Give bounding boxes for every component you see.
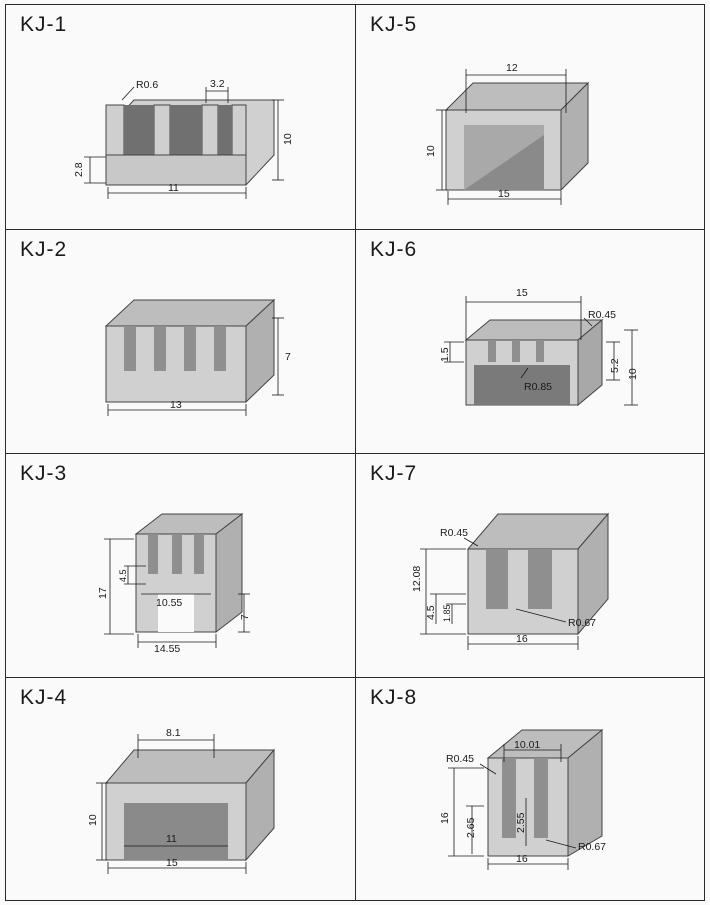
dim-label: 10.01 (514, 739, 540, 751)
dim-label: R0.45 (446, 753, 474, 765)
cell-title: KJ-2 (20, 238, 68, 261)
dim-label: 3.2 (210, 78, 225, 90)
dim-label: 11 (168, 182, 179, 194)
profile-grid: KJ-1 R0.6 3.2 10 2.8 (5, 4, 705, 901)
cell-title: KJ-7 (370, 462, 418, 485)
dim-label: 7 (285, 351, 291, 363)
profile-drawing: 15 R0.45 1.5 5.2 10 R0.85 (439, 287, 639, 407)
profile-drawing: 8.1 10 11 15 (87, 727, 276, 874)
cell-kj-7: KJ-7 R0.45 12.08 4.5 1.85 16 R0.67 (355, 453, 704, 677)
cell-title: KJ-6 (370, 238, 418, 261)
dim-label: 10 (282, 133, 294, 145)
heatsink-profile (466, 512, 610, 636)
dimension-lines (436, 69, 567, 205)
dim-label: 12.08 (411, 566, 423, 592)
dim-label: 10 (627, 368, 639, 380)
dimension-lines (420, 537, 579, 650)
dim-label: 8.1 (166, 727, 181, 739)
cell-kj-5: KJ-5 12 10 15 (355, 5, 704, 229)
dim-label: 2.65 (465, 817, 477, 838)
heatsink-profile (486, 728, 604, 857)
dimension-lines (444, 296, 638, 406)
dim-label: 5.2 (609, 358, 621, 373)
dim-label: 17 (97, 587, 109, 599)
dimension-lines (448, 744, 577, 870)
dimension-lines (104, 538, 250, 648)
profile-drawing: 17 4.5 10.55 7 14.55 (97, 512, 251, 655)
dim-label: 2.55 (515, 812, 527, 833)
profile-drawing: R0.45 12.08 4.5 1.85 16 R0.67 (411, 512, 610, 650)
cell-kj-6: KJ-6 15 R0.45 1.5 5.2 10 (355, 229, 704, 453)
cell-title: KJ-8 (370, 686, 418, 709)
cell-kj-8: KJ-8 10.01 R0.45 16 2.65 2.55 16 (355, 677, 704, 901)
dim-label: 2.8 (73, 162, 85, 177)
dim-label: 4.5 (118, 569, 128, 582)
cell-title: KJ-4 (20, 686, 68, 709)
dimension-lines (84, 86, 284, 199)
heatsink-profile (105, 99, 275, 186)
cell-kj-3: KJ-3 17 4.5 10.55 7 14.55 (6, 453, 356, 677)
dim-label: 13 (170, 399, 182, 411)
dim-label: 16 (439, 812, 451, 824)
dim-label: 10.55 (156, 597, 182, 609)
profile-drawing: 12 10 15 (425, 62, 590, 205)
dim-label: 10 (87, 814, 99, 826)
cell-title: KJ-3 (20, 462, 68, 485)
heatsink-profile (444, 81, 590, 192)
dim-label: 1.5 (439, 347, 451, 362)
dim-label: 15 (516, 287, 528, 299)
dim-label: 12 (506, 62, 518, 74)
profile-drawing: 7 13 (104, 298, 291, 416)
dim-label: R0.6 (136, 79, 158, 91)
dim-label: R0.85 (524, 381, 552, 393)
profile-drawing: 10.01 R0.45 16 2.65 2.55 16 R0.67 (439, 728, 606, 870)
dim-label: R0.67 (568, 617, 596, 629)
cell-kj-1: KJ-1 R0.6 3.2 10 2.8 (6, 5, 356, 229)
dim-label: 10 (425, 145, 437, 157)
dim-label: 16 (516, 633, 528, 645)
dim-label: 7 (239, 614, 251, 620)
dim-label: 4.5 (425, 605, 437, 620)
heatsink-profile (134, 512, 244, 634)
cell-title: KJ-5 (370, 13, 418, 36)
profile-drawing: R0.6 3.2 10 2.8 11 (73, 78, 294, 199)
heatsink-profile (104, 298, 276, 404)
cell-kj-4: KJ-4 8.1 10 11 15 (6, 677, 356, 901)
dim-label: 14.55 (154, 643, 180, 655)
cell-title: KJ-1 (20, 13, 68, 36)
dim-label: 16 (516, 853, 528, 865)
dim-label: R0.67 (578, 841, 606, 853)
dim-label: 11 (166, 833, 177, 845)
dim-label: 15 (498, 188, 510, 200)
dimension-lines (96, 734, 247, 874)
dimension-lines (107, 317, 284, 416)
dim-label: 15 (166, 857, 178, 869)
dim-label: R0.45 (440, 527, 468, 539)
heatsink-profile (104, 748, 276, 862)
heatsink-profile (464, 318, 604, 407)
dim-label: R0.45 (588, 309, 616, 321)
dim-label: 1.85 (442, 604, 452, 622)
cell-kj-2: KJ-2 7 13 (6, 229, 356, 453)
